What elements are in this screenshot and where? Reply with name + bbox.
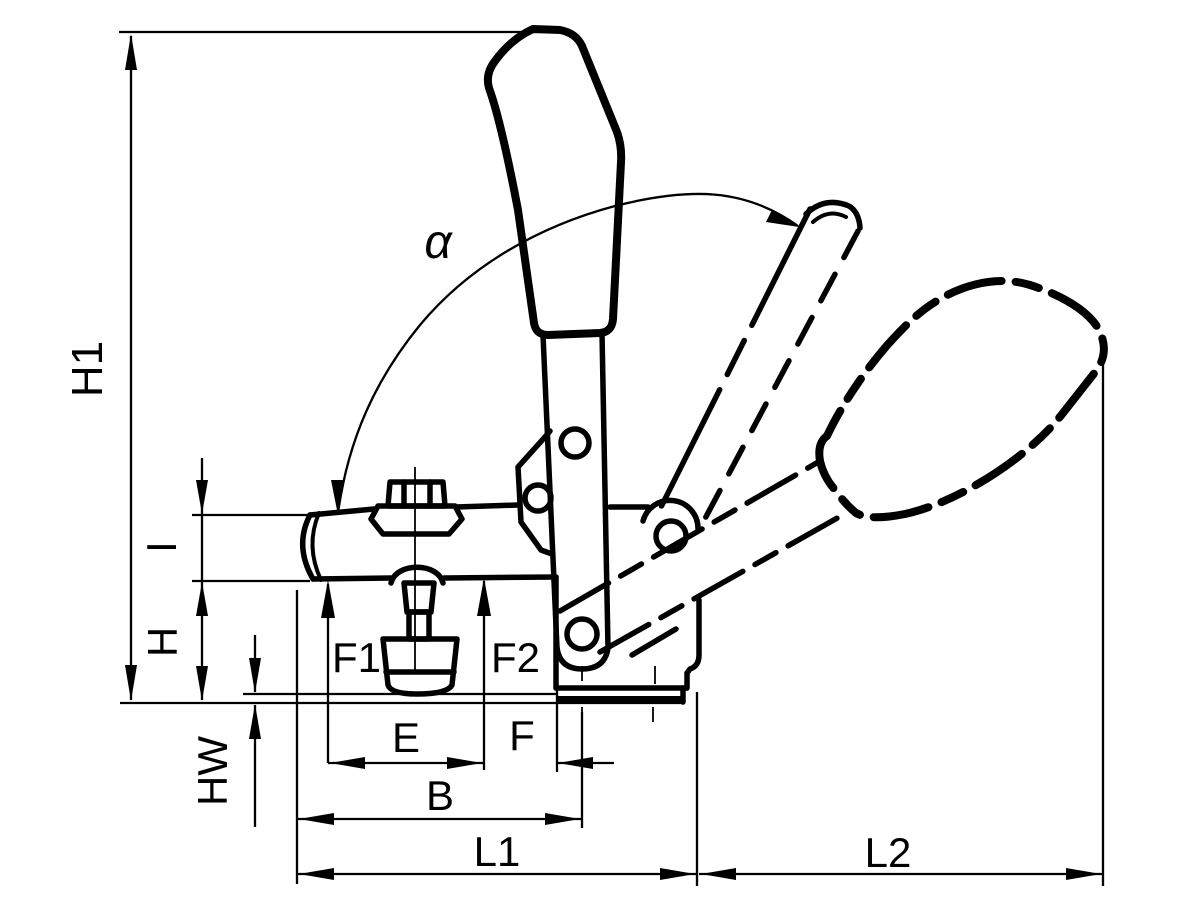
open-position-lever [657, 199, 863, 531]
h-label: H [139, 627, 186, 657]
mounting-base [553, 497, 702, 722]
open-lever-end-cap [803, 199, 863, 231]
arm-end-cap-inner [310, 511, 323, 582]
f-label: F [509, 712, 535, 759]
angle-label: α [424, 216, 453, 269]
arm-end-cap-outer [299, 512, 316, 582]
opening-angle-arc: α [331, 192, 799, 515]
open-handle-arm [557, 458, 851, 655]
open-handle-grip [815, 277, 1108, 522]
e-label: E [392, 714, 420, 761]
bracket-hole [522, 482, 554, 514]
hex-nut [385, 479, 448, 509]
arc-end-arrowhead [766, 210, 799, 227]
dimension-lines: H1 I H HW F1 F2 E F [63, 30, 1105, 886]
l1-label: L1 [474, 828, 521, 875]
closed-handle-grip [483, 25, 626, 339]
f1-label: F1 [332, 634, 381, 681]
hw-label: HW [189, 736, 236, 806]
f2-label: F2 [491, 634, 540, 681]
pivot-pin-hole [564, 616, 600, 652]
spindle-shank [406, 609, 432, 642]
open-lever-right-edge [697, 228, 861, 531]
base-inner-edge [629, 626, 679, 658]
spindle-neck [401, 580, 437, 615]
clamp-arm [299, 502, 651, 582]
open-lever-end-cap-inner [811, 211, 848, 224]
spindle-dome [388, 564, 446, 586]
base-boss-arc [640, 497, 701, 532]
link-pin-hole [558, 426, 592, 460]
l2-label: L2 [865, 829, 912, 876]
open-lever-left-edge [657, 206, 813, 512]
base-bottom-flange [556, 696, 683, 703]
pivot-bracket-plate [515, 428, 555, 557]
h1-label: H1 [63, 341, 112, 397]
nut-collar [368, 503, 465, 537]
i-label: I [138, 541, 185, 553]
b-label: B [426, 772, 454, 819]
lever-right-edge [599, 330, 611, 651]
open-arm-upper-edge [557, 458, 823, 614]
rubber-foot [380, 636, 460, 697]
arc-start-arrowhead [331, 480, 345, 515]
open-arm-lower-edge [597, 509, 851, 655]
